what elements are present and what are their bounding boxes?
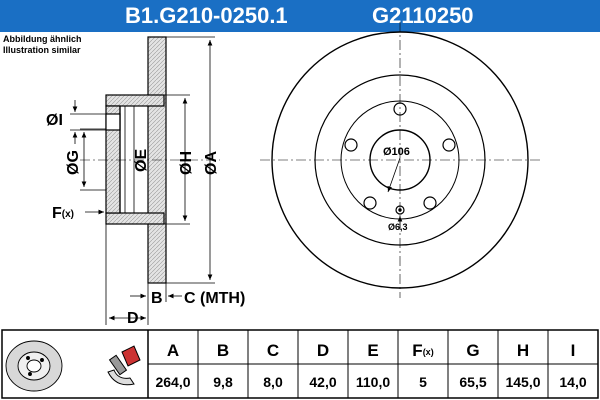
bolt-hole: [344, 138, 358, 152]
part-number: B1.G210-0250.1: [125, 3, 288, 28]
label-f: F(x): [52, 205, 74, 222]
measurement-icon: [107, 345, 141, 386]
label-g: ØG: [65, 150, 82, 175]
brake-disc-thumbnail-icon: [5, 340, 63, 392]
reference-number: G2110250: [372, 3, 474, 28]
locating-hole: [395, 205, 405, 215]
label-h: ØH: [178, 151, 195, 175]
center-hole-label: Ø106: [383, 146, 410, 158]
header-bar: B1.G210-0250.1 G2110250: [0, 0, 600, 32]
bolt-hole-section: [105, 113, 121, 131]
dimension-lines: [70, 36, 215, 325]
hat-wall-top: [105, 94, 165, 107]
table-header-d: D: [317, 341, 329, 360]
note-german: Abbildung ähnlich: [3, 34, 82, 44]
table-header-f: F(x): [412, 341, 433, 360]
table-header-b: B: [217, 341, 229, 360]
bolt-hole-label: Ø6,3: [388, 222, 408, 232]
table-header-g: G: [466, 341, 479, 360]
label-e: ØE: [133, 149, 150, 172]
table-value-h: 145,0: [505, 374, 540, 390]
bolt-hole: [423, 196, 437, 210]
table-value-g: 65,5: [459, 374, 486, 390]
hat-wall-bottom: [105, 212, 165, 225]
bolt-hole: [393, 102, 407, 116]
bolt-hole: [442, 138, 456, 152]
table-header-i: I: [571, 341, 576, 360]
dimension-table: A 264,0 B 9,8 C 8,0 D 42,0 E 110,0 F(x) 5 G 65,5 H 145,…: [1, 329, 599, 399]
label-d: D: [127, 310, 139, 327]
label-a: ØA: [203, 151, 220, 175]
table-value-c: 8,0: [263, 374, 283, 390]
dimension-labels: ØA ØH ØE ØG ØI F(x) B C (MTH) D: [46, 112, 245, 327]
bolt-holes: [344, 102, 456, 210]
table-header-e: E: [367, 341, 378, 360]
note-english: Illustration similar: [3, 45, 81, 55]
table-value-a: 264,0: [155, 374, 190, 390]
table-header-a: A: [167, 341, 179, 360]
table-value-f: 5: [419, 374, 427, 390]
table-columns: A 264,0 B 9,8 C 8,0 D 42,0 E 110,0 F(x) 5 G 65,5 H 145,…: [155, 330, 587, 398]
label-c: C (MTH): [184, 290, 245, 307]
table-value-b: 9,8: [213, 374, 233, 390]
illustration-note: Abbildung ähnlich Illustration similar: [3, 34, 82, 56]
bolt-hole: [363, 196, 377, 210]
label-i: ØI: [46, 112, 63, 129]
table-header-c: C: [267, 341, 279, 360]
front-view: [260, 22, 540, 298]
table-value-i: 14,0: [559, 374, 586, 390]
table-value-d: 42,0: [309, 374, 336, 390]
label-b: B: [151, 290, 163, 307]
table-value-e: 110,0: [356, 374, 390, 390]
table-header-h: H: [517, 341, 529, 360]
